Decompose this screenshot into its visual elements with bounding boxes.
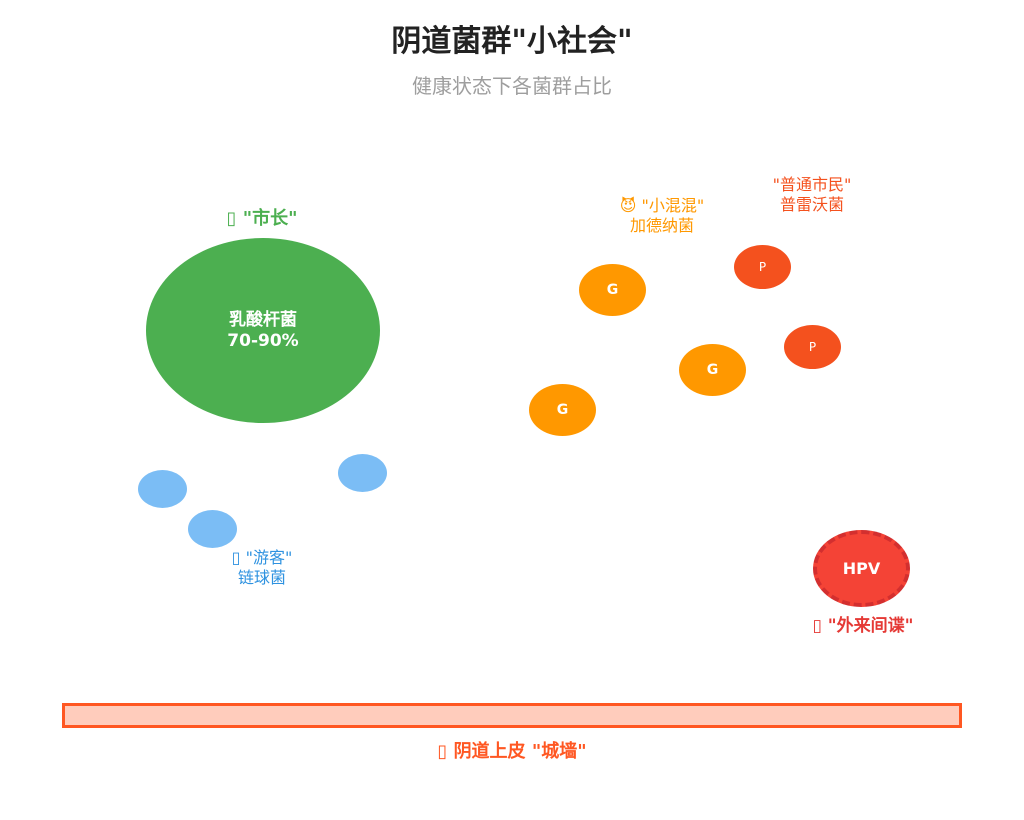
gardnerella-label: 😈 "小混混" 加德纳菌: [584, 196, 740, 236]
gardnerella-bubble: G: [679, 344, 746, 396]
prevotella-role: "普通市民": [772, 175, 852, 194]
prevotella-label: "普通市民" 普雷沃菌: [736, 175, 888, 215]
streptococcus-role: "游客": [245, 548, 293, 567]
gardnerella-role: "小混混": [641, 196, 705, 215]
hpv-label: ▯ "外来间谍": [770, 616, 956, 636]
epithelium-role: "城墙": [531, 741, 587, 762]
lactobacillus-name: 乳酸杆菌: [229, 309, 297, 330]
camera-icon: ▯: [231, 548, 241, 567]
streptococcus-bubble: [338, 454, 387, 492]
castle-icon: ▯: [437, 741, 448, 762]
lactobacillus-share: 70-90%: [227, 330, 299, 351]
smiling-devil-icon: 😈: [619, 196, 637, 215]
crown-icon: ▯: [226, 208, 237, 229]
epithelium-wall: [62, 703, 962, 728]
streptococcus-bubble: [188, 510, 237, 548]
epithelium-name: 阴道上皮: [453, 741, 526, 762]
streptococcus-bubble: [138, 470, 187, 508]
lactobacillus-role-label: ▯ "市长": [160, 208, 364, 230]
prevotella-bubble: P: [784, 325, 841, 369]
prevotella-bubble: P: [734, 245, 791, 289]
lactobacillus-bubble: 乳酸杆菌 70-90%: [146, 238, 380, 423]
hpv-bubble: HPV: [813, 530, 910, 607]
spy-icon: ▯: [812, 616, 822, 636]
prevotella-name: 普雷沃菌: [779, 195, 844, 214]
gardnerella-bubble: G: [579, 264, 646, 316]
hpv-role: "外来间谍": [827, 616, 914, 636]
page-subtitle: 健康状态下各菌群占比: [412, 74, 612, 98]
lactobacillus-role: "市长": [242, 208, 298, 229]
streptococcus-label: ▯ "游客" 链球菌: [182, 548, 342, 588]
gardnerella-name: 加德纳菌: [629, 216, 694, 235]
streptococcus-name: 链球菌: [237, 568, 286, 587]
epithelium-label: ▯ 阴道上皮 "城墙": [0, 740, 1024, 764]
page-title: 阴道菌群"小社会": [391, 24, 633, 59]
gardnerella-bubble: G: [529, 384, 596, 436]
